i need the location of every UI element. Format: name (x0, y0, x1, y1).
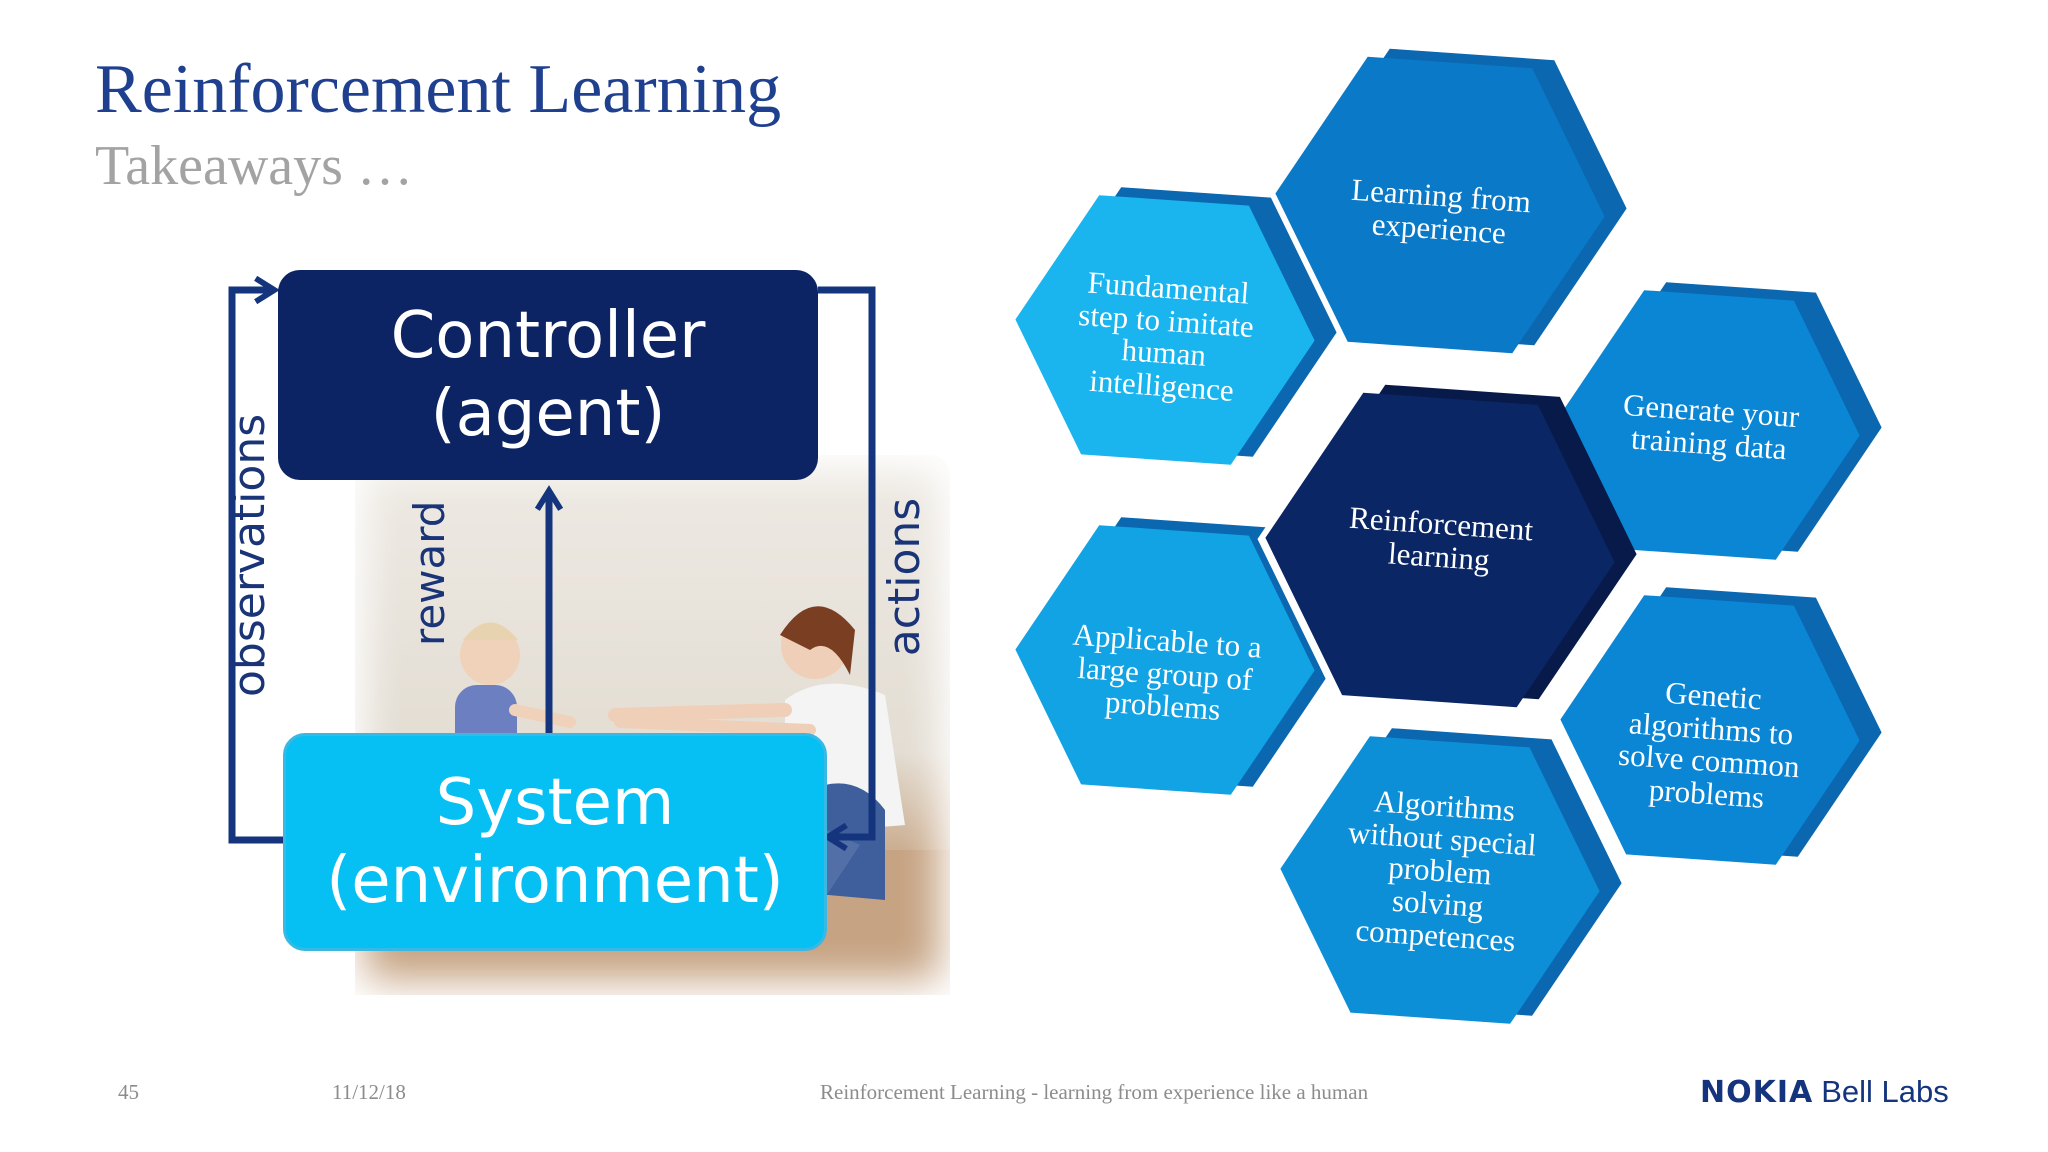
slide-subtitle: Takeaways … (95, 135, 413, 197)
actions-arrow (818, 286, 876, 837)
slide-date: 11/12/18 (332, 1080, 406, 1104)
loop-arrows (228, 225, 876, 985)
page-number: 45 (118, 1080, 139, 1104)
hex-learning-from-experience-face (1275, 56, 1605, 354)
hex-genetic-algorithms-face (1560, 595, 1860, 865)
hex-label-applicable-large-group: Applicable to a large group of problems (1071, 616, 1264, 727)
brand-nokia: NOKIA (1700, 1075, 1814, 1110)
hex-label-algorithms-without-special: Algorithms without special problem solvi… (1347, 783, 1538, 959)
observations-arrow (228, 290, 283, 844)
hex-genetic-algorithms (1552, 586, 1882, 878)
brand-bell-labs: Bell Labs (1821, 1074, 1949, 1109)
hex-generate-training-data-face (1560, 290, 1860, 560)
hex-label-fundamental-step: Fundamental step to imitate human intell… (1077, 264, 1256, 408)
slide-title: Reinforcement Learning (95, 51, 782, 128)
hex-center-reinforcement-learning (1257, 383, 1637, 721)
hex-applicable-large-group-face (1015, 525, 1315, 795)
hex-center-reinforcement-learning-face (1265, 392, 1615, 708)
reward-label: reward (405, 500, 454, 646)
hex-fundamental-step (1007, 186, 1337, 478)
hex-fundamental-step-face (1015, 195, 1315, 465)
observations-label: observations (224, 413, 275, 697)
footer-text: Reinforcement Learning - learning from e… (820, 1080, 1369, 1104)
hex-label-genetic-algorithms: Genetic algorithms to solve common probl… (1617, 674, 1801, 815)
actions-label: actions (879, 497, 930, 657)
hexagon-shapes (1007, 47, 1882, 1037)
system-environment-box: System (environment) (283, 733, 827, 951)
rl-loop-diagram: Controller (agent) System (environment) … (110, 225, 1010, 995)
hexagon-cluster: Reinforcement learning Learning from exp… (1007, 40, 1910, 1037)
controller-agent-box: Controller (agent) (278, 270, 818, 480)
hex-algorithms-without-special (1272, 727, 1622, 1037)
hex-algorithms-without-special-face (1280, 736, 1600, 1024)
hex-learning-from-experience (1267, 47, 1627, 367)
hex-generate-training-data (1552, 281, 1882, 573)
hex-applicable-large-group (1007, 516, 1337, 808)
